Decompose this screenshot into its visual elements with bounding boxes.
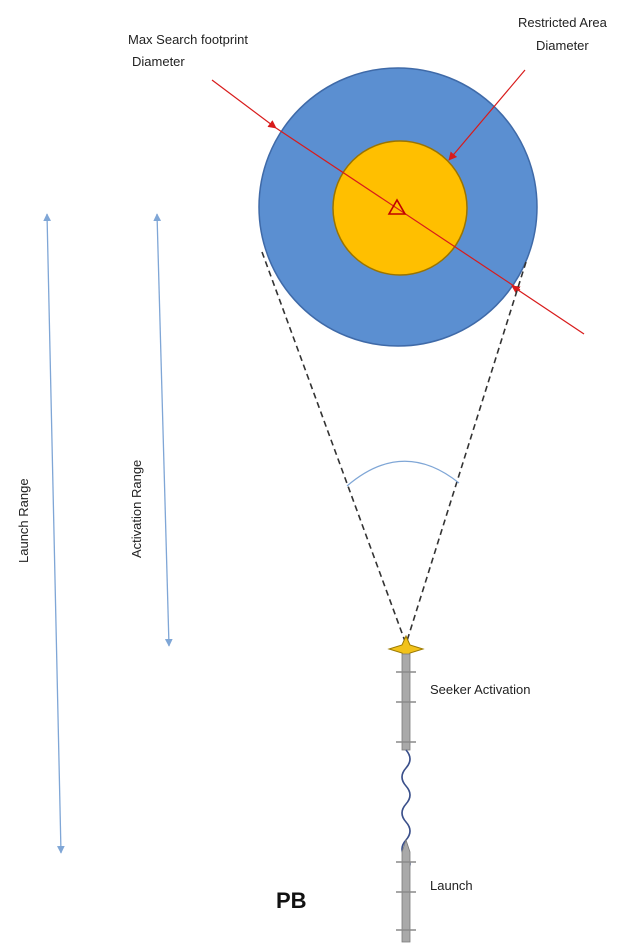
launch-label: Launch xyxy=(430,878,473,893)
restricted-area-pointer-arrow xyxy=(448,69,526,161)
max-search-label-line1: Max Search footprint xyxy=(128,32,248,47)
launch-range-arrow xyxy=(43,213,65,854)
restricted-area-label-line1: Restricted Area xyxy=(518,15,608,30)
max-search-pointer-arrow xyxy=(211,79,277,129)
lower-diameter-pointer-arrow xyxy=(511,285,585,335)
field-of-view-angle-arc xyxy=(346,460,460,487)
activation-range-arrow xyxy=(153,213,173,647)
activation-range-label: Activation Range xyxy=(129,460,144,558)
restricted-area-circle xyxy=(332,140,468,276)
cone-right-dashed-line xyxy=(405,261,527,645)
pb-label: PB xyxy=(276,888,307,913)
footprint-diameter-line xyxy=(275,127,521,291)
max-search-label-line2: Diameter xyxy=(132,54,185,69)
triangle-target-icon xyxy=(387,198,407,215)
launch-range-label: Launch Range xyxy=(16,478,31,563)
restricted-area-label-line2: Diameter xyxy=(536,38,589,53)
projectile-at-launch xyxy=(396,838,416,943)
seeker-activation-label: Seeker Activation xyxy=(430,682,530,697)
projectile-at-activation xyxy=(396,653,416,751)
